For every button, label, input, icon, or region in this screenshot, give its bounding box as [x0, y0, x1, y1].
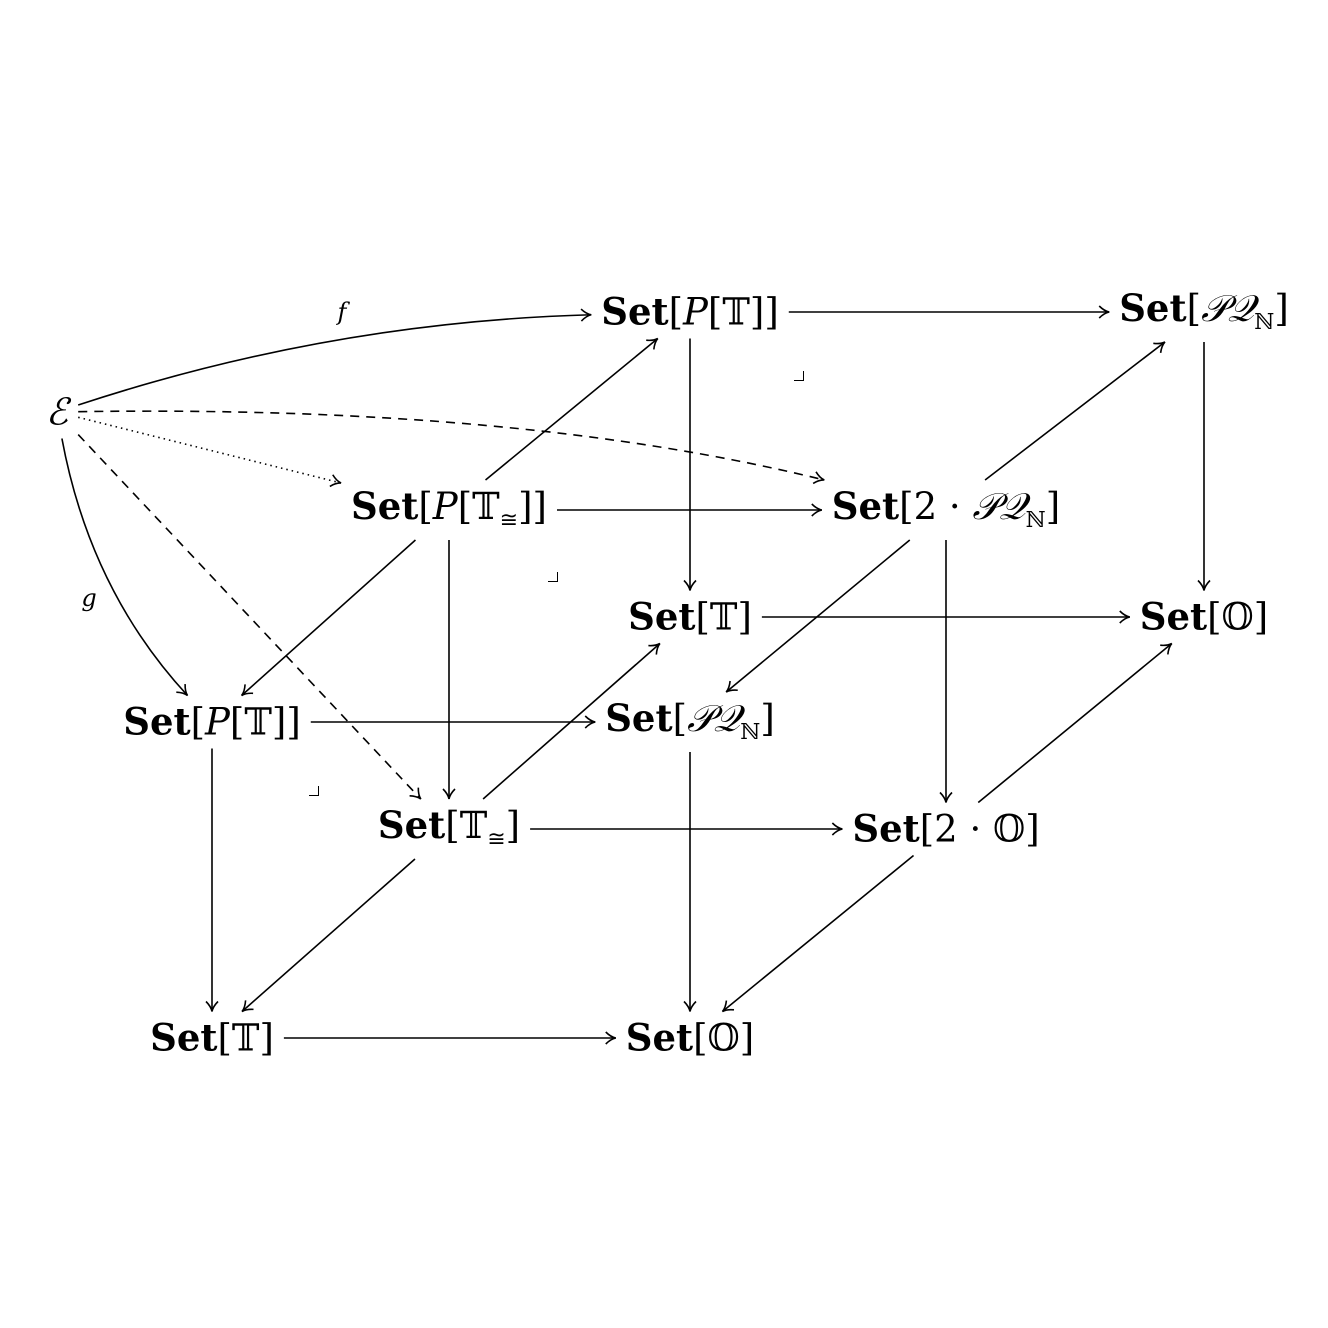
node-text-part: [: [672, 697, 687, 740]
node-text-part: Set: [150, 1015, 218, 1060]
arrow-E-to-PTiso: [78, 416, 342, 488]
node-text-part: Set: [605, 696, 673, 740]
arrow-PTiso-to-PT_left: [240, 539, 416, 697]
node-text-part: [: [418, 485, 433, 528]
arrow-Tiso-to-T_mid: [482, 642, 661, 800]
node-text-part: [𝕋]: [217, 1016, 274, 1060]
node-text-part: [𝕆]: [1207, 595, 1269, 639]
arrow-E-to-TwoPQN: [78, 410, 825, 485]
node-set-T-mid: Set[𝕋]: [624, 594, 756, 639]
node-set-T-bot: Set[𝕋]: [146, 1015, 278, 1060]
pullback-corner: [794, 371, 804, 381]
node-text-part: Set: [831, 484, 900, 528]
node-text-part: ≅: [499, 508, 519, 533]
node-text-part: Set: [377, 803, 446, 847]
node-set-PQN-mid: Set[𝒫𝒬ℕ]: [601, 698, 779, 746]
node-text-part: [𝕋: [457, 485, 500, 528]
arrow-TwoO-to-O_mid: [977, 642, 1173, 804]
node-text-part: ℰ: [45, 390, 69, 434]
node-text-part: [𝕋]: [695, 595, 752, 639]
node-text-part: ]: [505, 804, 521, 847]
node-set-two-PQN: Set[2 · 𝒫𝒬ℕ]: [827, 484, 1065, 534]
node-text-part: [𝕆]: [693, 1016, 755, 1060]
node-text-part: Set: [351, 484, 419, 528]
node-text-part: 𝒫𝒬: [1201, 287, 1255, 330]
node-text-part: 𝒫𝒬: [687, 697, 741, 740]
pullback-corner: [548, 572, 558, 582]
node-text-part: Set: [852, 806, 920, 851]
edge-label-f: f: [337, 298, 347, 326]
node-text-part: [: [190, 700, 206, 744]
node-text-part: P: [432, 485, 458, 528]
node-text-part: Set: [1139, 594, 1208, 639]
node-set-O-bot: Set[𝕆]: [621, 1015, 759, 1060]
node-E: ℰ: [41, 390, 73, 434]
node-set-PT-top: Set[P[𝕋]]: [597, 289, 783, 334]
node-set-PQN-top: Set[𝒫𝒬ℕ]: [1115, 288, 1293, 336]
arrow-TwoPQN-to-PQN_mid: [725, 539, 911, 693]
node-set-PTiso: Set[P[𝕋≅]]: [347, 486, 551, 534]
node-text-part: ℕ: [740, 720, 761, 745]
node-text-part: ]]: [518, 485, 547, 528]
edge-label-g: g: [81, 584, 97, 612]
node-text-part: ]: [760, 697, 775, 740]
node-text-part: Set: [628, 594, 696, 639]
node-text-part: 𝒫𝒬: [972, 485, 1026, 528]
node-text-part: P: [205, 700, 230, 744]
node-text-part: Set: [625, 1015, 694, 1060]
arrow-E-to-PT_left: [61, 438, 189, 697]
node-set-Tiso: Set[𝕋≅]: [373, 803, 525, 853]
node-set-O-mid: Set[𝕆]: [1135, 594, 1273, 639]
node-text-part: Set: [123, 699, 191, 744]
arrow-PTiso-to-PT_top: [485, 337, 659, 481]
node-text-part: ]: [1045, 485, 1061, 528]
node-text-part: [𝕋]]: [707, 290, 779, 334]
node-text-part: [: [668, 290, 684, 334]
arrow-E-to-PT_top: [77, 308, 592, 406]
arrow-Tiso-to-T_bot: [241, 858, 416, 1013]
node-set-PT-left: Set[P[𝕋]]: [119, 699, 305, 744]
node-text-part: Set: [1119, 286, 1187, 330]
node-text-part: Set: [601, 289, 669, 334]
node-text-part: ℕ: [1025, 508, 1046, 533]
arrow-E-to-Tiso: [77, 434, 422, 800]
node-text-part: [2 · 𝕆]: [919, 807, 1040, 851]
arrow-TwoO-to-O_bot: [721, 854, 915, 1013]
arrow-TwoPQN-to-PQN_top: [984, 341, 1166, 481]
node-text-part: ]: [1274, 287, 1289, 330]
node-text-part: [2 ·: [899, 485, 973, 528]
node-text-part: ℕ: [1254, 310, 1275, 335]
node-set-two-O: Set[2 · 𝕆]: [848, 806, 1044, 851]
node-text-part: ≅: [487, 827, 506, 852]
node-text-part: P: [683, 290, 708, 334]
node-text-part: [𝕋]]: [229, 700, 301, 744]
pullback-corner: [309, 786, 319, 796]
node-text-part: [𝕋: [445, 804, 488, 847]
node-text-part: [: [1186, 287, 1201, 330]
